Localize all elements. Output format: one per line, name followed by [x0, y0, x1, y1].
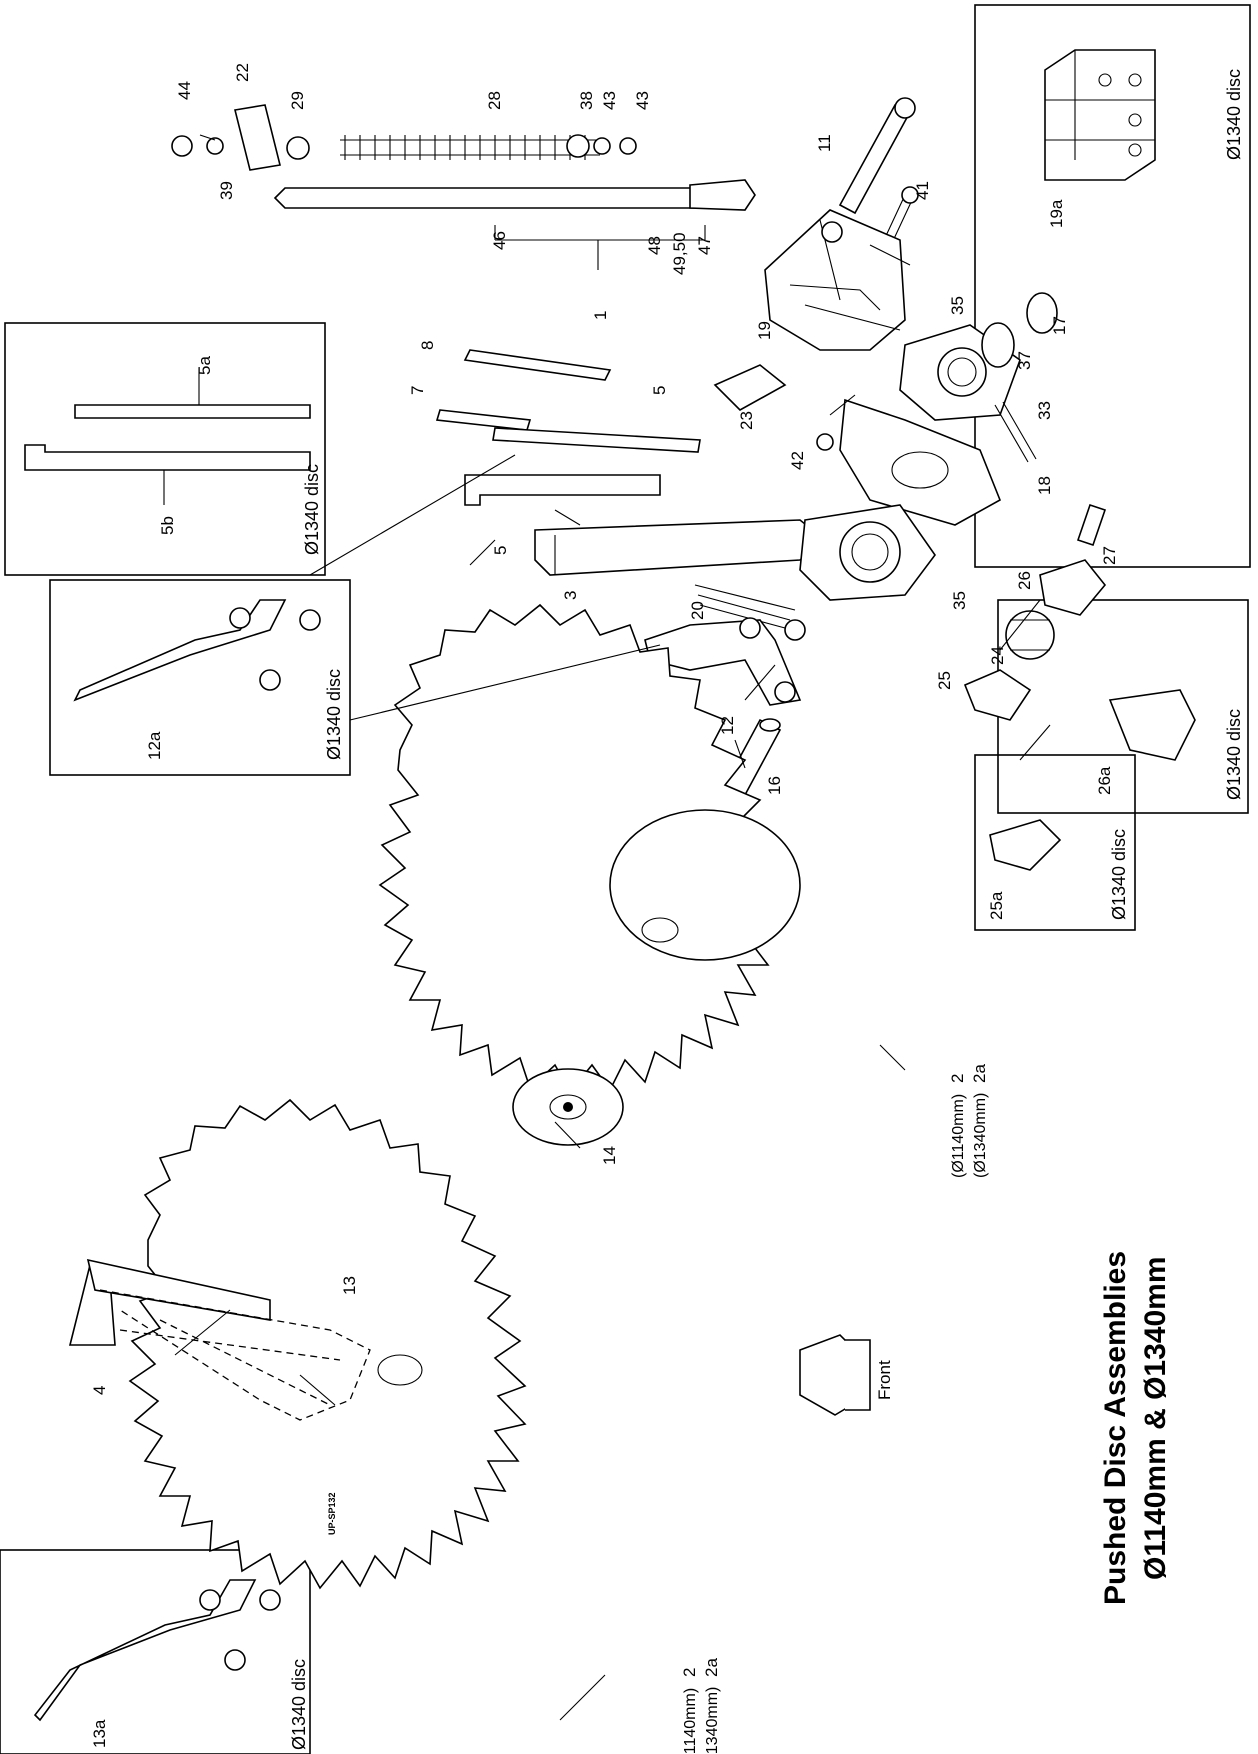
- callout-12a: 12a: [145, 731, 164, 760]
- leader-lines: [174, 134, 1051, 1721]
- callout-27: 27: [1100, 546, 1119, 565]
- part-8-7-5-bars: [435, 349, 701, 506]
- callout-46: 46: [490, 231, 509, 250]
- inset-26a: 26a Ø1340 disc: [997, 599, 1249, 814]
- disc-size-1140-left: (Ø1140mm): [682, 1688, 699, 1754]
- callout-48: 48: [645, 236, 664, 255]
- callout-25a: 25a: [987, 891, 1006, 920]
- callout-35b: 35: [950, 591, 969, 610]
- callout-8: 8: [418, 341, 437, 350]
- title-line-2: Ø1140mm & Ø1340mm: [1139, 1256, 1172, 1580]
- disc-size-1340-left: (Ø1340mm): [704, 1687, 721, 1754]
- callout-38: 38: [577, 91, 596, 110]
- disc-num-2a-right: 2a: [970, 1064, 989, 1083]
- callout-5b: 5b: [158, 516, 177, 535]
- callout-47: 47: [695, 236, 714, 255]
- part-23-plate: [713, 364, 787, 411]
- part-27-bolt: [1076, 503, 1107, 547]
- inset-5-label: Ø1340 disc: [302, 464, 322, 555]
- disc-size-labels-right: (Ø1140mm) (Ø1340mm) 2 2a: [948, 1064, 989, 1178]
- inset-13a: 13a Ø1340 disc: [0, 1549, 311, 1754]
- part-20-spring: [694, 584, 796, 629]
- disc-size-1340-right: (Ø1340mm): [972, 1093, 989, 1178]
- callout-4950: 49,50: [670, 232, 689, 275]
- disc-size-1140-right: (Ø1140mm): [950, 1094, 967, 1178]
- callout-33: 33: [1035, 401, 1054, 420]
- cutting-disc-pushed: [378, 603, 801, 1094]
- callout-13a: 13a: [90, 1719, 109, 1748]
- part-24-rubber-mount: [1005, 610, 1055, 660]
- callout-12: 12: [718, 716, 737, 735]
- part-18-housing: [829, 394, 1002, 526]
- callout-5a: 5a: [195, 356, 214, 375]
- part-14-hub: [512, 1068, 624, 1146]
- page-title: Pushed Disc Assemblies Ø1140mm & Ø1340mm: [1099, 1251, 1172, 1605]
- callout-24: 24: [988, 646, 1007, 665]
- callout-16: 16: [765, 776, 784, 795]
- part-25-plate: [963, 669, 1032, 721]
- callout-26a: 26a: [1095, 766, 1114, 795]
- inset-25a: 25a Ø1340 disc: [974, 754, 1136, 931]
- part-19-bracket: [764, 209, 906, 351]
- part-42-nut: [816, 433, 834, 451]
- callout-13: 13: [340, 1276, 359, 1295]
- callout-1: 1: [591, 311, 610, 320]
- callout-19a: 19a: [1047, 199, 1066, 228]
- callout-4: 4: [90, 1386, 109, 1395]
- part-11-pin: [838, 97, 916, 215]
- part-26-plate: [1039, 559, 1107, 616]
- callout-25: 25: [935, 671, 954, 690]
- callout-35a: 35: [948, 296, 967, 315]
- callout-23: 23: [737, 411, 756, 430]
- callout-5b: 5: [491, 546, 510, 555]
- inset-26a-label: Ø1340 disc: [1224, 709, 1244, 800]
- front-label: Front: [875, 1360, 894, 1400]
- callout-14: 14: [600, 1146, 619, 1165]
- callout-43b: 43: [633, 91, 652, 110]
- part-37-17-rings: [981, 292, 1058, 368]
- callout-29: 29: [288, 91, 307, 110]
- disc-num-2a-left: 2a: [702, 1658, 721, 1677]
- inset-19a: Ø1340 disc 19a: [974, 4, 1251, 568]
- title-line-1: Pushed Disc Assemblies: [1099, 1251, 1132, 1605]
- inset-19a-label: Ø1340 disc: [1224, 69, 1244, 160]
- cutting-disc-left: [128, 1098, 527, 1590]
- inset-12a: 12a Ø1340 disc: [49, 579, 351, 776]
- callout-26: 26: [1015, 571, 1034, 590]
- callout-28: 28: [485, 91, 504, 110]
- callout-7: 7: [408, 386, 427, 395]
- part-4-arm: [68, 1258, 371, 1421]
- part-35-bearing-main: [799, 504, 936, 601]
- callout-39: 39: [217, 181, 236, 200]
- disc-size-labels-left: (Ø1140mm) (Ø1340mm) 2 2a: [680, 1658, 721, 1754]
- inset-5: 5a 5b Ø1340 disc: [4, 322, 326, 576]
- part-33-bolt: [994, 401, 1037, 463]
- part-3-arm: [534, 519, 827, 576]
- callouts: 44 22 29 28 38 43 43 39 46 48 49,50 47 1…: [90, 63, 1119, 1395]
- front-arrow-icon: [799, 1334, 871, 1416]
- callout-19: 19: [755, 321, 774, 340]
- inset-13a-label: Ø1340 disc: [289, 1659, 309, 1750]
- inset-25a-label: Ø1340 disc: [1109, 829, 1129, 920]
- disc-num-2-left: 2: [680, 1668, 699, 1677]
- drawing-reference: UP-SP132: [327, 1492, 337, 1535]
- inset-12a-label: Ø1340 disc: [324, 669, 344, 760]
- callout-17: 17: [1050, 316, 1069, 335]
- callout-22: 22: [233, 63, 252, 82]
- disc-num-2-right: 2: [948, 1074, 967, 1083]
- part-12-arm: [644, 617, 806, 706]
- callout-3: 3: [561, 591, 580, 600]
- callout-44: 44: [175, 81, 194, 100]
- callout-43a: 43: [600, 91, 619, 110]
- callout-41: 41: [913, 181, 932, 200]
- spring-rod-assembly: [171, 104, 756, 270]
- callout-37: 37: [1015, 351, 1034, 370]
- callout-5: 5: [650, 386, 669, 395]
- callout-18: 18: [1035, 476, 1054, 495]
- callout-20: 20: [688, 601, 707, 620]
- callout-42: 42: [788, 451, 807, 470]
- callout-11: 11: [815, 134, 834, 152]
